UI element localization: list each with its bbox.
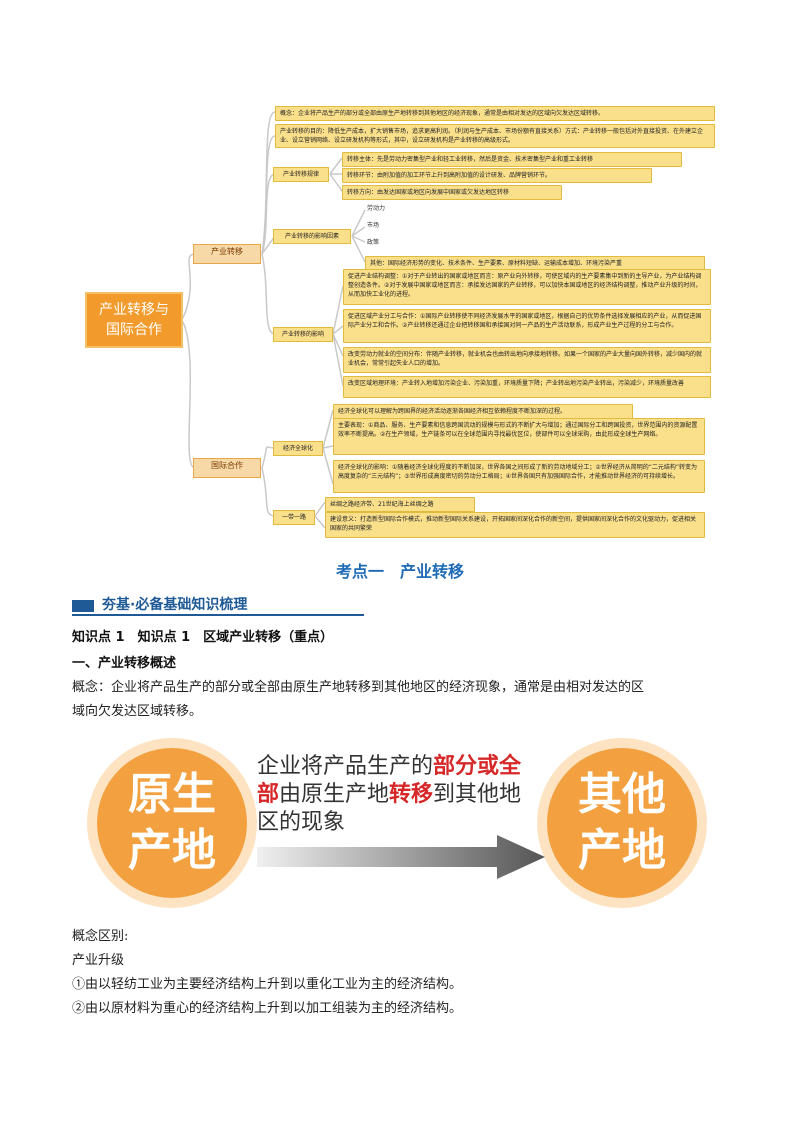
belt-road-names: 丝绸之路经济带、21世纪海上丝绸之路 <box>325 497 475 512</box>
industry-upgrade-label: 产业升级 <box>72 953 125 968</box>
sub-rule-node: 产业转移规律 <box>273 167 329 182</box>
upgrade-item-2: ②由以原材料为重心的经济结构上升到以加工组装为主的经济结构。 <box>72 1001 463 1016</box>
concept-difference-label: 概念区别: <box>72 929 129 944</box>
branch-industry-transfer: 产业转移 <box>193 244 261 264</box>
sub-belt-road-node: 一带一路 <box>273 510 315 525</box>
origin-circle: 原生产地 <box>97 748 247 898</box>
sub-factor-node: 产业转移的影响因素 <box>273 229 351 244</box>
sub-globalization-node: 经济全球化 <box>273 441 323 456</box>
effect-environment: 改变区域地理环境：产业转入地增加污染企业、污染加重，环境质量下降；产业转出地污染… <box>343 376 711 398</box>
rule-link: 转移环节：由附加值的加工环节上升到高附加值的设计研发、品牌营销环节。 <box>342 168 652 183</box>
banner-underline <box>72 614 364 616</box>
purpose-node: 产业转移的目的：降低生产成本，扩大销售市场，追求更高利润。（利润与生产成本、市场… <box>275 124 715 148</box>
global-definition: 经济全球化可以理解为跨国界的经济活动逐渐各国经济相互依赖程度不断加深的过程。 <box>333 404 633 419</box>
banner-bar <box>72 600 94 612</box>
destination-circle: 其他产地 <box>547 748 697 898</box>
sub-effect-node: 产业转移的影响 <box>273 327 333 342</box>
knowledge-point-heading: 知识点 1 知识点 1 区域产业转移（重点） <box>72 630 334 645</box>
belt-road-significance: 建设意义：打造新型国际合作模式，推动新型国际关系建设，开拓国家间深化合作的新空间… <box>325 512 705 538</box>
banner-text: 夯基·必备基础知识梳理 <box>102 597 248 613</box>
global-impact: 经济全球化的影响：①随着经济全球化程度的不断加深，世界各国之间形成了新的劳动地域… <box>333 460 705 493</box>
arrow-icon <box>257 835 545 879</box>
global-manifestation: 主要表现：①商品、服务、生产要素和信息跨国流动的规模与形式的不断扩大与增加；通过… <box>333 418 705 455</box>
factor-market: 市场 <box>367 222 380 229</box>
concept-illustration: 原生产地 其他产地 企业将产品生产的部分或全部由原生产地转移到其他地区的现象 <box>92 743 704 903</box>
rule-subject: 转移主体：先是劳动力密集型产业和轻工业转移，然后是资金、技术密集型产业和重工业转… <box>342 152 682 167</box>
mindmap-root: 产业转移与 国际合作 <box>85 292 183 348</box>
effect-division: 促进区域产业分工与合作：①国际产业转移使不同经济发展水平的国家或地区，根据自己的… <box>343 309 711 343</box>
subheading-overview: 一、产业转移概述 <box>72 656 177 671</box>
effect-structure: 促进产业结构调整：①对于产业转出的国家或地区而言：原产业向外转移，可使区域内的生… <box>343 269 711 305</box>
section-title: 考点一 产业转移 <box>335 562 464 581</box>
section-banner: 夯基·必备基础知识梳理 <box>72 594 372 616</box>
concept-paragraph: 概念：企业将产品生产的部分或全部由原生产地转移到其他地区的经济现象，通常是由相对… <box>72 680 645 719</box>
effect-employment: 改变劳动力就业的空间分布：伴随产业转移，就业机会也由转出地向承接地转移。如果一个… <box>343 347 711 373</box>
branch-international-cooperation: 国际合作 <box>193 458 261 478</box>
concept-node: 概念：企业将产品生产的部分或全部由原生产地转移到其他地区的经济现象，通常是由相对… <box>275 106 715 121</box>
rule-direction: 转移方向：由发达国家或地区向发展中国家或欠发达地区转移 <box>342 185 562 200</box>
factor-labor: 劳动力 <box>367 205 386 212</box>
mindmap-connectors <box>182 111 366 529</box>
illustration-caption: 企业将产品生产的部分或全部由原生产地转移到其他地区的现象 <box>257 754 522 835</box>
factor-policy: 政策 <box>367 239 380 246</box>
upgrade-item-1: ①由以轻纺工业为主要经济结构上升到以重化工业为主的经济结构。 <box>72 977 463 992</box>
